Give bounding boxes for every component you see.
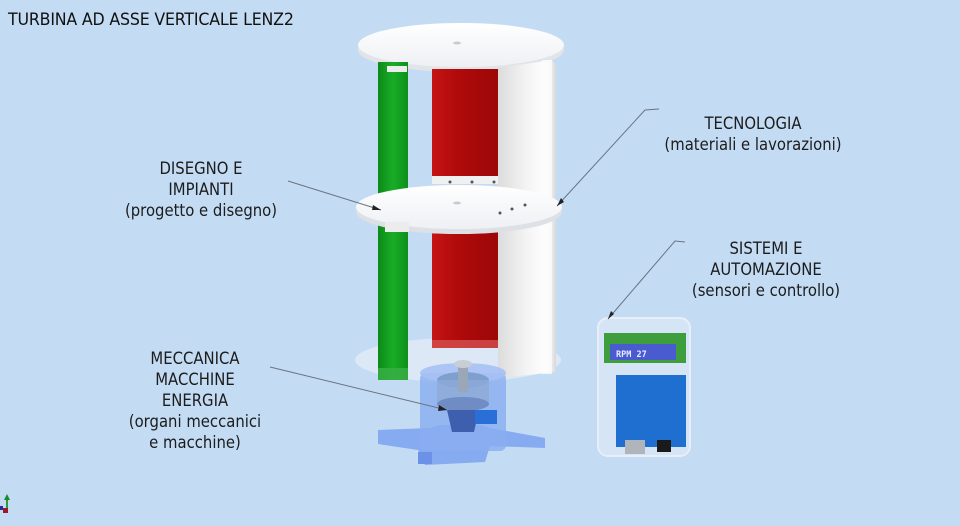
leader-lines xyxy=(269,108,686,411)
lcd-display: RPM 27 xyxy=(616,350,647,360)
control-box xyxy=(597,317,691,457)
red-blade-upper xyxy=(432,69,498,184)
axis-triad-icon xyxy=(0,494,10,513)
red-blade-lower xyxy=(432,232,498,348)
label-sistemi: SISTEMI E AUTOMAZIONE (sensori e control… xyxy=(691,239,841,300)
top-disc xyxy=(358,23,564,72)
middle-disc xyxy=(356,185,562,234)
label-meccanica: MECCANICA MACCHINE ENERGIA (organi mecca… xyxy=(128,349,262,452)
base-housing xyxy=(378,360,545,465)
diagram-title: TURBINA AD ASSE VERTICALE LENZ2 xyxy=(8,10,294,30)
label-disegno: DISEGNO E IMPIANTI (progetto e disegno) xyxy=(124,159,278,220)
label-tecnologia: TECNOLOGIA (materiali e lavorazioni) xyxy=(664,114,842,154)
